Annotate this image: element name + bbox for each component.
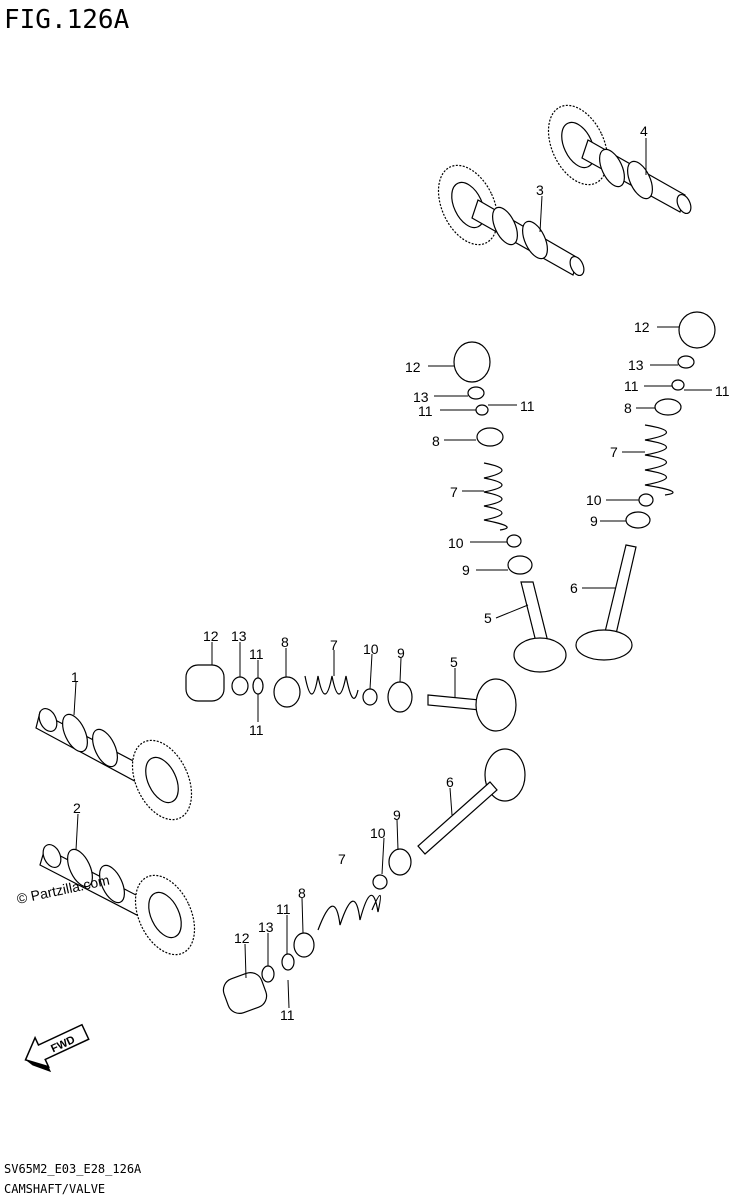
camshaft-2 bbox=[39, 844, 196, 956]
callout-3: 3 bbox=[536, 182, 544, 198]
callout-11: 11 bbox=[624, 378, 639, 394]
callout-5: 5 bbox=[450, 654, 458, 670]
callout-12: 12 bbox=[234, 930, 250, 946]
callout-5: 5 bbox=[484, 610, 492, 626]
callout-11: 11 bbox=[418, 403, 433, 419]
callout-13: 13 bbox=[258, 919, 274, 935]
model-code: SV65M2_E03_E28_126A bbox=[4, 1162, 142, 1176]
callout-2: 2 bbox=[73, 800, 81, 816]
callout-9: 9 bbox=[462, 562, 470, 578]
callout-1: 1 bbox=[71, 669, 79, 685]
callout-8: 8 bbox=[432, 433, 440, 449]
callout-8: 8 bbox=[298, 885, 306, 901]
callout-7: 7 bbox=[330, 637, 338, 653]
callout-11: 11 bbox=[249, 646, 264, 662]
callout-7: 7 bbox=[450, 484, 458, 500]
camshaft-1 bbox=[35, 708, 193, 821]
valve-assembly-lower bbox=[222, 748, 526, 1014]
callout-12: 12 bbox=[634, 319, 650, 335]
callout-9: 9 bbox=[393, 807, 401, 823]
callout-8: 8 bbox=[281, 634, 289, 650]
callout-6: 6 bbox=[570, 580, 578, 596]
callout-10: 10 bbox=[363, 641, 379, 657]
callout-labels: 4 3 12 13 11 11 8 7 10 9 5 12 13 11 11 8… bbox=[71, 123, 730, 1023]
callout-10: 10 bbox=[586, 492, 602, 508]
callout-11: 11 bbox=[276, 901, 291, 917]
callout-12: 12 bbox=[405, 359, 421, 375]
callout-8: 8 bbox=[624, 400, 632, 416]
callout-11: 11 bbox=[249, 722, 264, 738]
valve-assembly-upper-right bbox=[575, 311, 716, 661]
callout-7: 7 bbox=[610, 444, 618, 460]
callout-6: 6 bbox=[446, 774, 454, 790]
camshaft-4 bbox=[547, 104, 692, 215]
leader-lines bbox=[73, 138, 712, 1009]
callout-10: 10 bbox=[448, 535, 464, 551]
figure-title: FIG.126A bbox=[4, 5, 130, 35]
callout-9: 9 bbox=[590, 513, 598, 529]
callout-11: 11 bbox=[715, 383, 730, 399]
fwd-arrow: FWD bbox=[24, 1023, 90, 1073]
figure-caption: CAMSHAFT/VALVE bbox=[4, 1182, 105, 1196]
valve-assembly-upper-center bbox=[453, 341, 567, 673]
fwd-label: FWD bbox=[49, 1034, 77, 1055]
callout-10: 10 bbox=[370, 825, 386, 841]
callout-7: 7 bbox=[338, 851, 346, 867]
callout-4: 4 bbox=[640, 123, 648, 139]
callout-13: 13 bbox=[628, 357, 644, 373]
valve-assembly-middle bbox=[185, 664, 517, 732]
callout-11: 11 bbox=[520, 398, 535, 414]
callout-11: 11 bbox=[280, 1007, 295, 1023]
callout-9: 9 bbox=[397, 645, 405, 661]
callout-13: 13 bbox=[413, 389, 429, 405]
callout-13: 13 bbox=[231, 628, 247, 644]
camshaft-3 bbox=[437, 164, 585, 277]
callout-12: 12 bbox=[203, 628, 219, 644]
